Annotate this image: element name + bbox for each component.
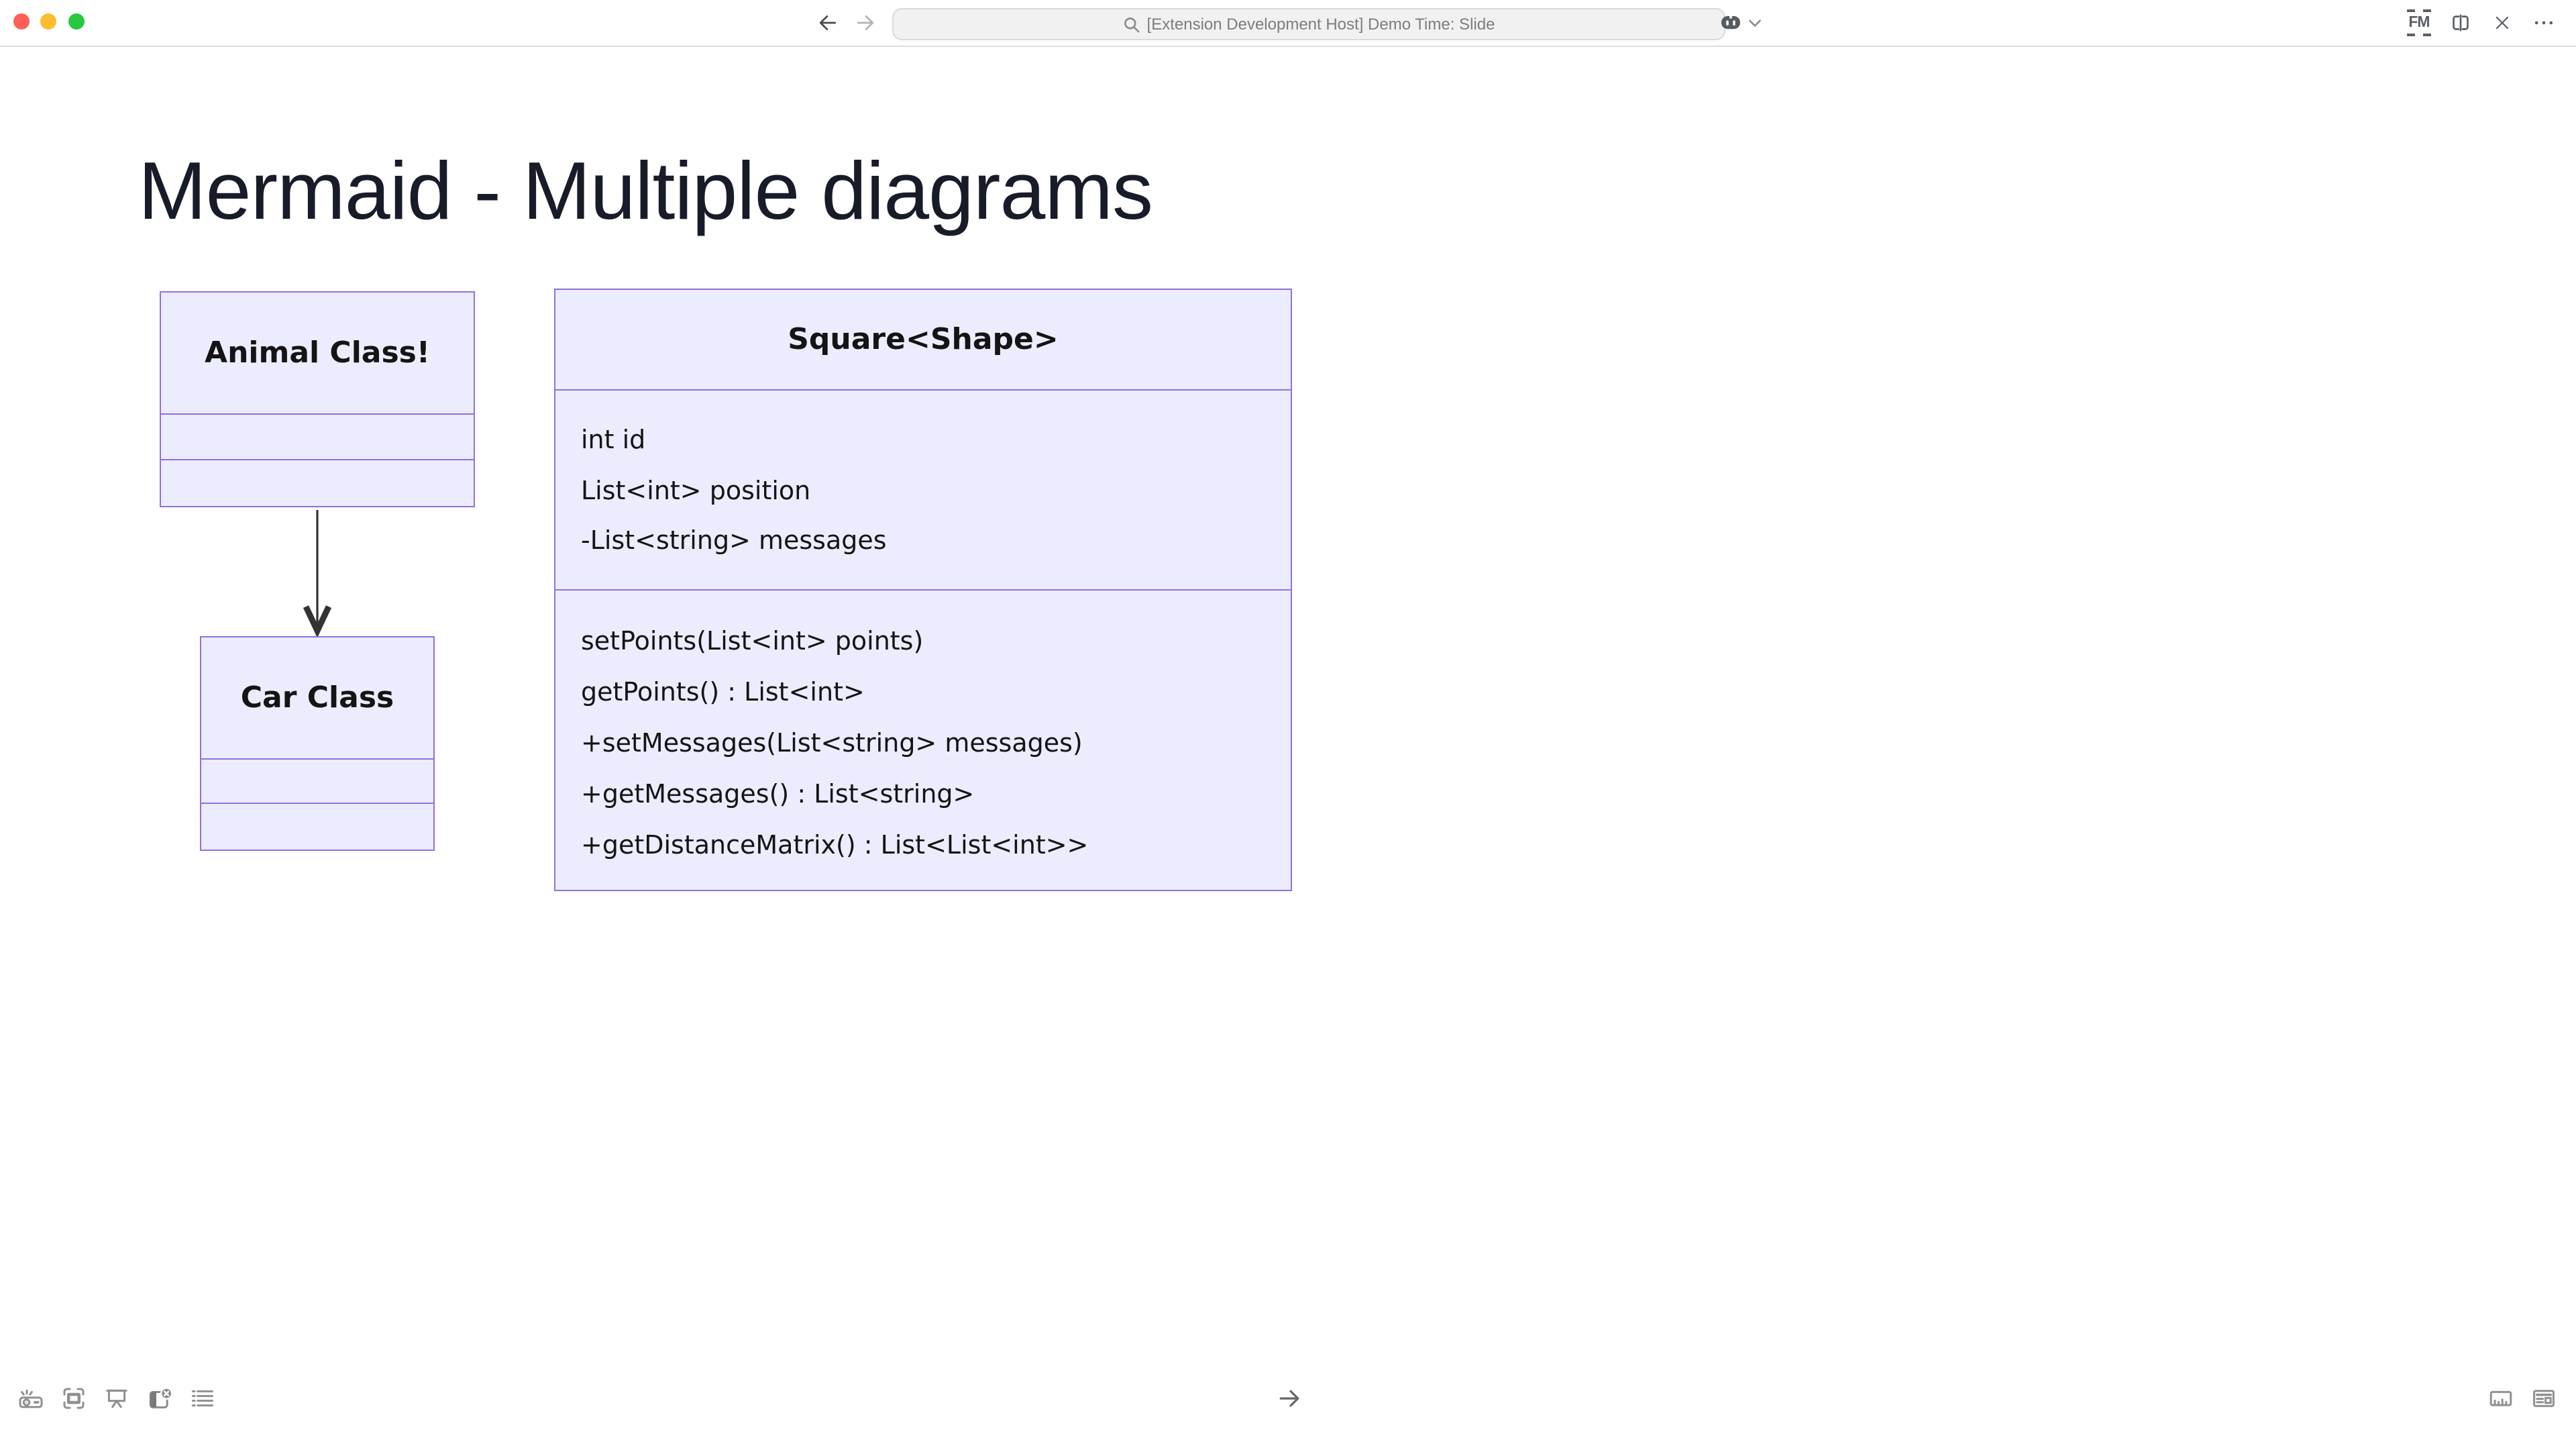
- presentation-screen-icon: [106, 1389, 127, 1409]
- class-attributes-empty: [201, 758, 433, 803]
- navigate-back-button[interactable]: [814, 9, 841, 36]
- navigate-forward-button[interactable]: [852, 9, 879, 36]
- zoom-window-button[interactable]: [68, 13, 85, 30]
- copilot-icon: [1721, 15, 1740, 30]
- close-window-button[interactable]: [13, 13, 30, 30]
- method-line: +setMessages(List<string> messages): [581, 729, 1083, 758]
- preview-layout-button[interactable]: [2530, 1385, 2557, 1412]
- method-line: getPoints() : List<int>: [581, 678, 865, 707]
- close-icon: [2496, 16, 2509, 30]
- command-center-search[interactable]: [Extension Development Host] Demo Time: …: [892, 8, 1725, 40]
- presentation-mode-button[interactable]: [103, 1385, 130, 1412]
- class-attributes: int id List<int> position -List<string> …: [555, 389, 1291, 589]
- attribute-line: List<int> position: [581, 476, 811, 505]
- list-icon: [191, 1390, 213, 1407]
- attribute-line: int id: [581, 425, 646, 455]
- demo-time-toolbar-right: [2487, 1385, 2557, 1412]
- titlebar: [Extension Development Host] Demo Time: …: [0, 0, 2576, 47]
- class-methods: setPoints(List<int> points) getPoints() …: [555, 589, 1291, 890]
- projector-icon: [19, 1389, 43, 1409]
- minimize-window-button[interactable]: [40, 13, 56, 30]
- close-sidebar-button[interactable]: [146, 1385, 173, 1412]
- class-methods-empty: [201, 803, 433, 850]
- titlebar-actions: FM: [2407, 0, 2556, 46]
- split-editor-button[interactable]: [2449, 9, 2473, 36]
- more-actions-button[interactable]: [2532, 9, 2556, 36]
- copilot-menu-button[interactable]: [1717, 9, 1762, 36]
- next-slide-button[interactable]: [1276, 1385, 1303, 1419]
- class-box-car: Car Class: [200, 636, 435, 851]
- split-editor-icon: [2453, 14, 2469, 32]
- preview-layout-icon: [2533, 1390, 2555, 1407]
- slide-heading: Mermaid - Multiple diagrams: [138, 145, 1153, 236]
- demo-time-toolbar-left: [17, 1385, 216, 1412]
- method-line: +getDistanceMatrix() : List<List<int>>: [581, 831, 1089, 860]
- slide-list-button[interactable]: [189, 1385, 216, 1412]
- close-panel-button[interactable]: [2490, 9, 2514, 36]
- close-sidebar-icon: [149, 1387, 173, 1409]
- class-title: Animal Class!: [205, 336, 430, 370]
- search-icon: [1124, 17, 1140, 32]
- ruler-icon: [2489, 1390, 2512, 1407]
- fullscreen-button[interactable]: [60, 1385, 87, 1412]
- frontmatter-button[interactable]: FM: [2407, 9, 2431, 36]
- command-center-title: [Extension Development Host] Demo Time: …: [1146, 15, 1495, 34]
- class-box-animal: Animal Class!: [160, 291, 475, 507]
- class-attributes-empty: [161, 413, 474, 459]
- more-icon: [2534, 21, 2553, 25]
- class-title: Car Class: [240, 681, 394, 715]
- ruler-button[interactable]: [2487, 1385, 2514, 1412]
- fullscreen-frame-icon: [63, 1388, 85, 1409]
- class-methods-empty: [161, 459, 474, 506]
- attribute-line: -List<string> messages: [581, 526, 887, 556]
- next-arrow-icon: [1279, 1390, 1299, 1407]
- arrow-left-icon: [819, 15, 837, 31]
- class-title: Square<Shape>: [788, 323, 1059, 356]
- chevron-down-icon: [1749, 19, 1761, 26]
- projector-button[interactable]: [17, 1385, 44, 1412]
- frontmatter-icon: FM: [2407, 9, 2431, 36]
- method-line: setPoints(List<int> points): [581, 627, 924, 656]
- arrow-right-icon: [857, 15, 874, 31]
- class-box-square: Square<Shape> int id List<int> position …: [554, 289, 1292, 891]
- method-line: +getMessages() : List<string>: [581, 780, 975, 809]
